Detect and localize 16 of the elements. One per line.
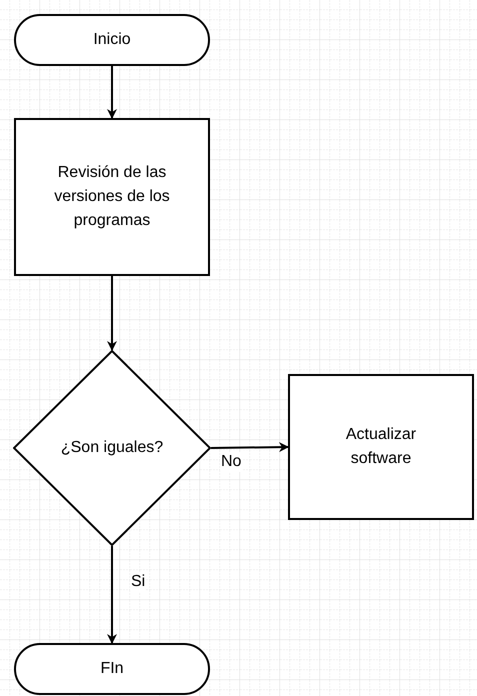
- terminal-shape: [14, 14, 210, 66]
- node-label: Inicio: [93, 30, 131, 50]
- arrow: [107, 276, 117, 351]
- arrow: [210, 442, 289, 452]
- node-label: Revisión de las versiones de los programas: [53, 163, 171, 231]
- node-label: FIn: [100, 659, 124, 679]
- edge-label: No: [220, 452, 242, 472]
- decision-diamond: [13, 350, 211, 546]
- process-box: [288, 374, 474, 520]
- arrow: [107, 66, 117, 119]
- terminal-shape: [14, 643, 210, 695]
- edge-label: Si: [130, 572, 146, 592]
- arrow: [107, 546, 117, 644]
- node-label: Actualizar software: [344, 425, 418, 469]
- node-label: ¿Son iguales?: [60, 438, 164, 458]
- process-box: [14, 118, 210, 276]
